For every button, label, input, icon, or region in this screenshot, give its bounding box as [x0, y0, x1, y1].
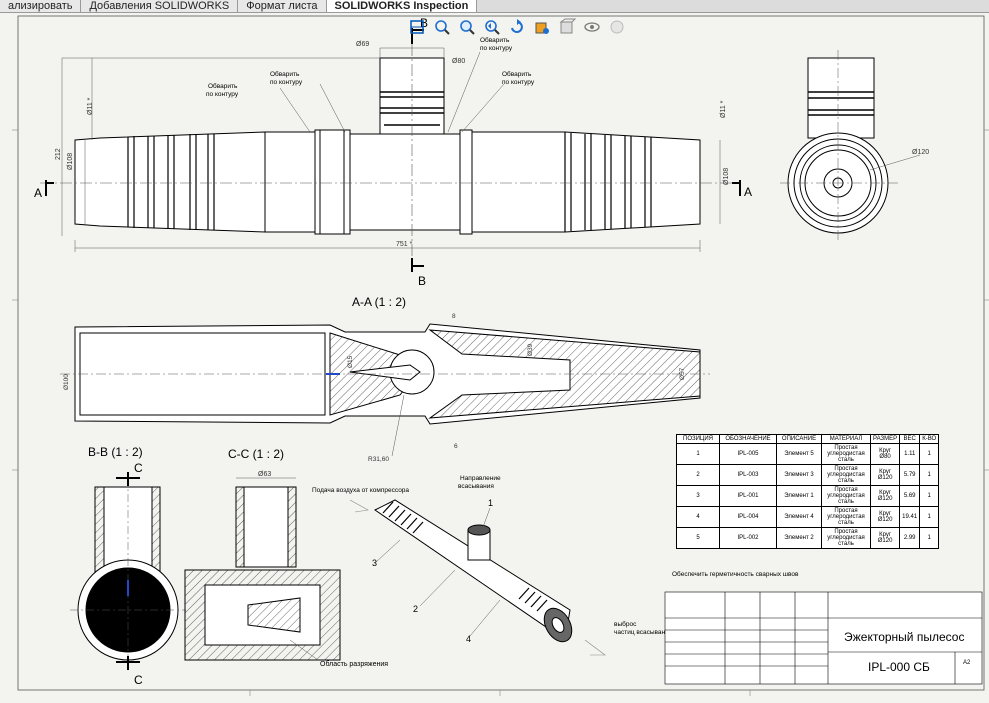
front-dim-texts: Ø69 Ø80 Ø11 * 212 Ø108 Ø108 Ø11 * 751 *: [55, 41, 730, 248]
svg-text:по контуру: по контуру: [480, 45, 513, 52]
svg-text:по контуру: по контуру: [206, 91, 239, 98]
zoom-fit-icon[interactable]: [431, 16, 453, 38]
svg-text:Обварить: Обварить: [502, 70, 532, 78]
svg-text:по контуру: по контуру: [270, 79, 303, 86]
title-block-format: A2: [963, 660, 971, 666]
section-cc-view: [184, 486, 341, 661]
svg-text:Обварить: Обварить: [208, 82, 238, 90]
svg-text:3: 3: [372, 558, 377, 568]
dim-108-left: Ø108: [67, 153, 74, 170]
note-tightness: Обеспечить герметичность сварных швов: [672, 570, 799, 578]
tab-evaluate[interactable]: ализировать: [0, 0, 82, 12]
bom-header: К-ВО: [919, 434, 940, 444]
label-b-top: B: [420, 16, 428, 30]
svg-text:4: 4: [466, 634, 471, 644]
label-b-bottom: B: [418, 274, 426, 288]
label-c-top: C: [134, 461, 143, 475]
previous-view-icon[interactable]: [481, 16, 503, 38]
bom-header: ПОЗИЦИЯ: [676, 434, 720, 444]
svg-text:2: 2: [413, 604, 418, 614]
svg-text:Ø39: Ø39: [527, 343, 534, 356]
display-style-icon[interactable]: [531, 16, 553, 38]
side-view: [780, 50, 921, 240]
command-manager-tabs: ализировать Добавления SOLIDWORKS Формат…: [0, 0, 989, 13]
flow-notes: Подача воздуха от компрессора Направлени…: [312, 475, 799, 636]
dim-108-right: Ø108: [723, 168, 730, 185]
drawing-sheet[interactable]: Ø69 Ø80 Ø11 * 212 Ø108 Ø108 Ø11 * 751 * …: [0, 12, 989, 698]
bom-table: ПОЗИЦИЯ ОБОЗНАЧЕНИЕ ОПИСАНИЕ МАТЕРИАЛ РА…: [676, 434, 940, 549]
view-orientation-icon[interactable]: [556, 16, 578, 38]
dim-751: 751 *: [396, 241, 413, 248]
isometric-view: [374, 499, 573, 643]
section-markers: [45, 28, 741, 272]
title-block-name: Эжекторный пылесос: [844, 630, 965, 644]
section-cc-title: C-C (1 : 2): [228, 447, 284, 461]
appearance-icon[interactable]: [606, 16, 628, 38]
section-bb-view: [70, 478, 186, 668]
tab-solidworks-inspection[interactable]: SOLIDWORKS Inspection: [326, 0, 478, 12]
dim-69: Ø69: [356, 41, 369, 48]
title-block: [664, 591, 983, 685]
svg-text:Направление: Направление: [460, 475, 501, 482]
section-view-icon[interactable]: [406, 16, 428, 38]
section-aa-dims: Ø100 Ø15 Ø39 Ø57 6 R31,60 8: [63, 313, 686, 463]
front-view: [40, 44, 740, 260]
tab-solidworks-addins[interactable]: Добавления SOLIDWORKS: [81, 0, 239, 12]
svg-text:выброс: выброс: [614, 620, 637, 628]
dim-120: Ø120: [912, 149, 929, 156]
tab-sheet-format[interactable]: Формат листа: [238, 0, 327, 12]
hide-show-icon[interactable]: [581, 16, 603, 38]
bom-header: ВЕС: [899, 434, 921, 444]
svg-text:Ø57: Ø57: [679, 367, 686, 380]
callouts: 3 2 4 1: [372, 498, 493, 644]
note-vacuum: Область разряжения: [320, 660, 388, 668]
bom-header: МАТЕРИАЛ: [821, 434, 871, 444]
bom-header: РАЗМЕР: [869, 434, 901, 444]
svg-text:1: 1: [488, 498, 493, 508]
zoom-area-icon[interactable]: [456, 16, 478, 38]
svg-text:всасывания: всасывания: [458, 483, 494, 490]
svg-text:Ø15: Ø15: [347, 355, 354, 368]
drawing-canvas: Ø69 Ø80 Ø11 * 212 Ø108 Ø108 Ø11 * 751 * …: [12, 15, 989, 696]
label-c-bottom: C: [134, 673, 143, 687]
section-bb-title: B-B (1 : 2): [88, 445, 143, 459]
label-a-right: A: [744, 185, 752, 199]
rotate-icon[interactable]: [506, 16, 528, 38]
svg-text:Подача воздуха от компрессора: Подача воздуха от компрессора: [312, 487, 409, 494]
section-aa-view: [60, 323, 710, 425]
bom-header: ОБОЗНАЧЕНИЕ: [719, 434, 777, 444]
label-a-left: A: [34, 186, 42, 200]
dim-11-left: Ø11 *: [87, 97, 94, 115]
front-dimensions: [61, 47, 721, 252]
bom-header-row: ПОЗИЦИЯ ОБОЗНАЧЕНИЕ ОПИСАНИЕ МАТЕРИАЛ РА…: [676, 434, 940, 444]
svg-text:Ø100: Ø100: [63, 374, 70, 390]
heads-up-toolbar: [406, 14, 628, 40]
title-block-code: IPL-000 СБ: [868, 660, 930, 674]
svg-text:8: 8: [452, 313, 456, 320]
sheet-border: [17, 15, 985, 691]
dim-11-right: Ø11 *: [720, 100, 727, 118]
bom-header: ОПИСАНИЕ: [776, 434, 822, 444]
section-aa-title: A-A (1 : 2): [352, 295, 406, 309]
svg-text:по контуру: по контуру: [502, 79, 535, 86]
zone-ticks: [12, 129, 989, 696]
dim-80: Ø80: [452, 58, 465, 65]
dim-63: Ø63: [258, 471, 271, 478]
dim-212: 212: [55, 148, 62, 160]
svg-text:Обварить: Обварить: [480, 36, 510, 44]
svg-text:Обварить: Обварить: [270, 70, 300, 78]
svg-text:частиц всасывания: частиц всасывания: [614, 629, 673, 636]
svg-text:6: 6: [454, 443, 458, 450]
svg-text:R31,60: R31,60: [368, 456, 389, 463]
